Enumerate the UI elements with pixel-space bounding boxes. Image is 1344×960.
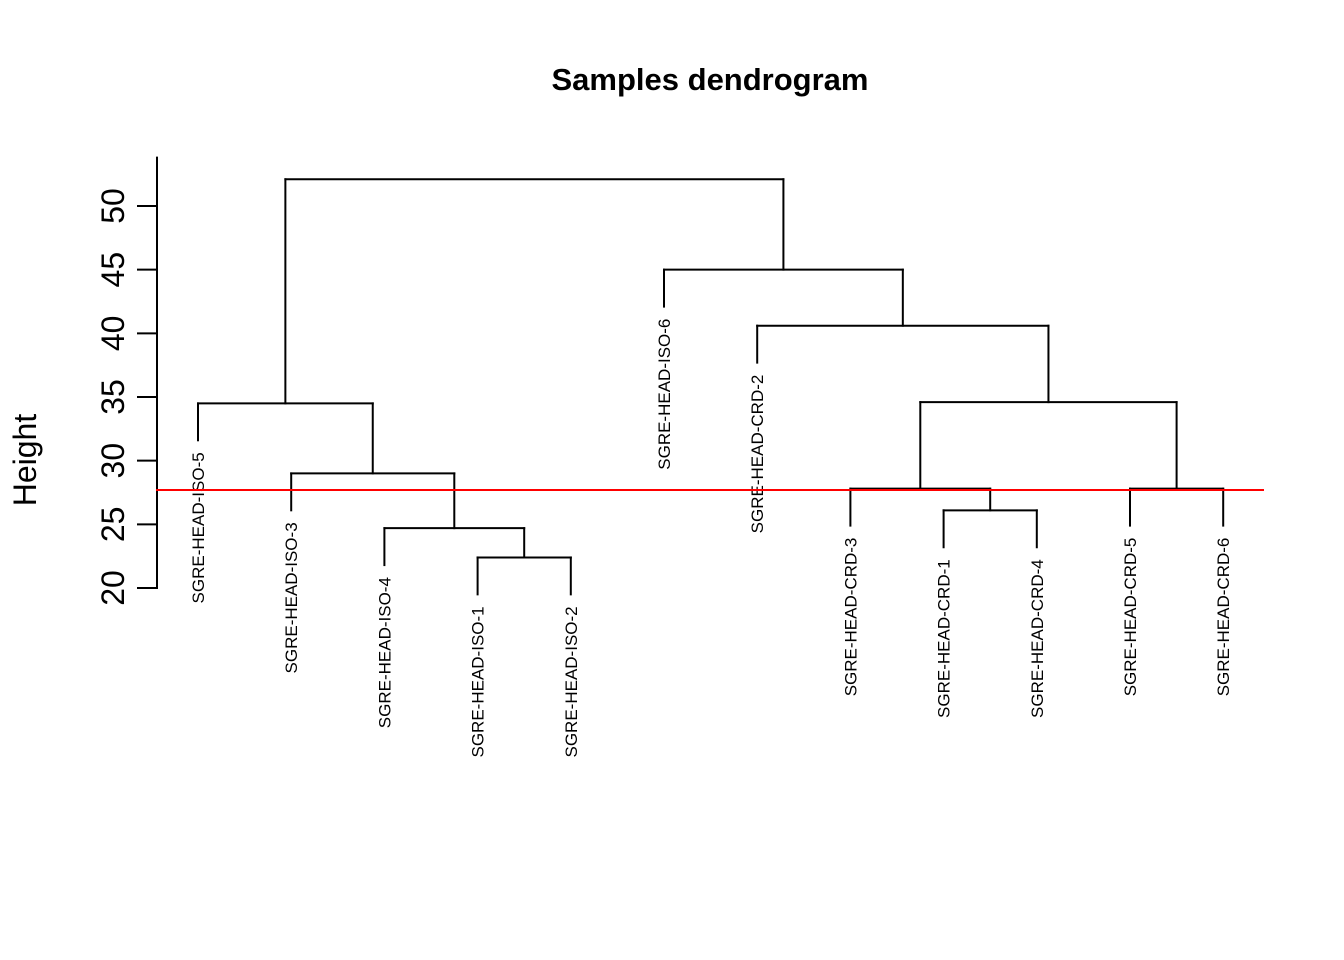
y-axis-tick-label: 45 xyxy=(95,252,131,288)
leaf-label: SGRE-HEAD-CRD-2 xyxy=(748,375,767,534)
leaf-label: SGRE-HEAD-CRD-1 xyxy=(935,559,954,718)
y-axis-title: Height xyxy=(7,413,43,507)
leaf-label: SGRE-HEAD-ISO-6 xyxy=(655,319,674,470)
leaf-label: SGRE-HEAD-ISO-2 xyxy=(562,606,581,757)
leaf-label: SGRE-HEAD-ISO-4 xyxy=(375,577,394,728)
chart-title: Samples dendrogram xyxy=(551,62,869,97)
leaf-label: SGRE-HEAD-CRD-3 xyxy=(841,538,860,697)
y-axis-tick-label: 25 xyxy=(95,507,131,543)
leaf-label: SGRE-HEAD-CRD-4 xyxy=(1028,559,1047,718)
y-axis-tick-label: 20 xyxy=(95,570,131,606)
leaf-label: SGRE-HEAD-CRD-6 xyxy=(1214,538,1233,697)
leaf-label: SGRE-HEAD-ISO-5 xyxy=(189,452,208,603)
leaf-label: SGRE-HEAD-ISO-3 xyxy=(282,522,301,673)
y-axis-tick-label: 50 xyxy=(95,188,131,224)
leaf-label: SGRE-HEAD-ISO-1 xyxy=(469,606,488,757)
y-axis-tick-label: 30 xyxy=(95,443,131,479)
leaf-label: SGRE-HEAD-CRD-5 xyxy=(1121,538,1140,697)
y-axis-tick-label: 40 xyxy=(95,316,131,352)
y-axis-tick-label: 35 xyxy=(95,379,131,415)
